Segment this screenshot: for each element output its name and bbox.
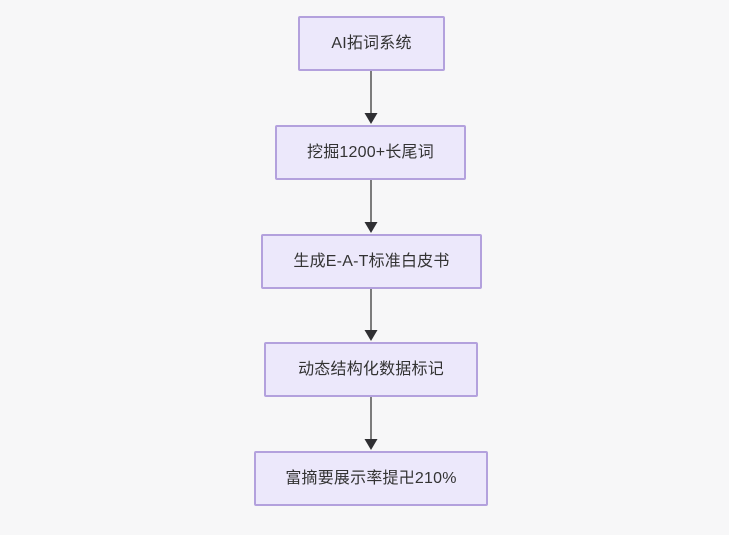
flow-node-label: 富摘要展示率提卍210% [285,469,457,487]
flow-node-label: AI拓词系统 [331,34,412,52]
arrow-down-icon [364,71,378,124]
flow-node-rich-snippet-impression-lift[interactable]: 富摘要展示率提卍210% [254,451,488,506]
flow-node-mine-longtail-keywords[interactable]: 挖掘1200+长尾词 [275,125,466,180]
flow-node-label: 动态结构化数据标记 [298,360,444,378]
flow-node-generate-eat-whitepaper[interactable]: 生成E-A-T标准白皮书 [261,234,482,289]
flow-edge-n4-n5 [359,397,383,451]
flow-node-label: 生成E-A-T标准白皮书 [293,252,450,270]
arrow-down-icon [364,289,378,341]
flow-node-ai-keyword-system[interactable]: AI拓词系统 [298,16,445,71]
flow-node-label: 挖掘1200+长尾词 [307,143,434,161]
flow-node-dynamic-structured-data-markup[interactable]: 动态结构化数据标记 [264,342,478,397]
flow-edge-n3-n4 [359,289,383,342]
flow-edge-n2-n3 [359,180,383,234]
arrow-down-icon [364,397,378,450]
flow-edge-n1-n2 [359,71,383,125]
arrow-down-icon [364,180,378,233]
